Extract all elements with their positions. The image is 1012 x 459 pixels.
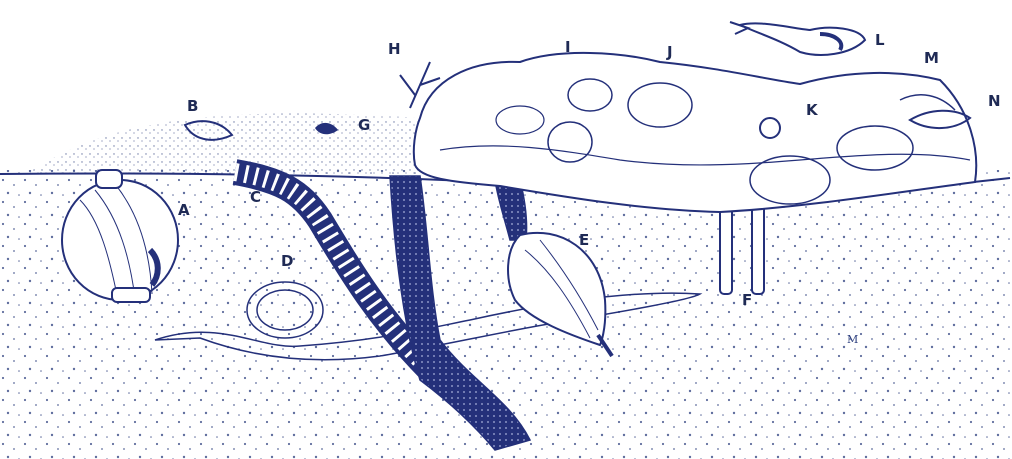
- label-l: L: [875, 33, 885, 48]
- fish-l: [730, 22, 865, 55]
- label-g: G: [358, 118, 370, 133]
- label-h: H: [388, 42, 401, 57]
- label-i: I: [565, 40, 571, 55]
- label-e: E: [579, 233, 589, 248]
- label-f: F: [742, 293, 752, 308]
- label-b: B: [187, 99, 198, 114]
- label-k: K: [806, 103, 818, 118]
- label-d: D: [281, 254, 293, 269]
- label-m: M: [924, 51, 939, 66]
- artist-signature: M: [847, 333, 858, 346]
- label-j: J: [667, 45, 673, 60]
- label-n: N: [988, 94, 1001, 109]
- label-c: C: [250, 190, 261, 205]
- label-a: A: [178, 203, 190, 218]
